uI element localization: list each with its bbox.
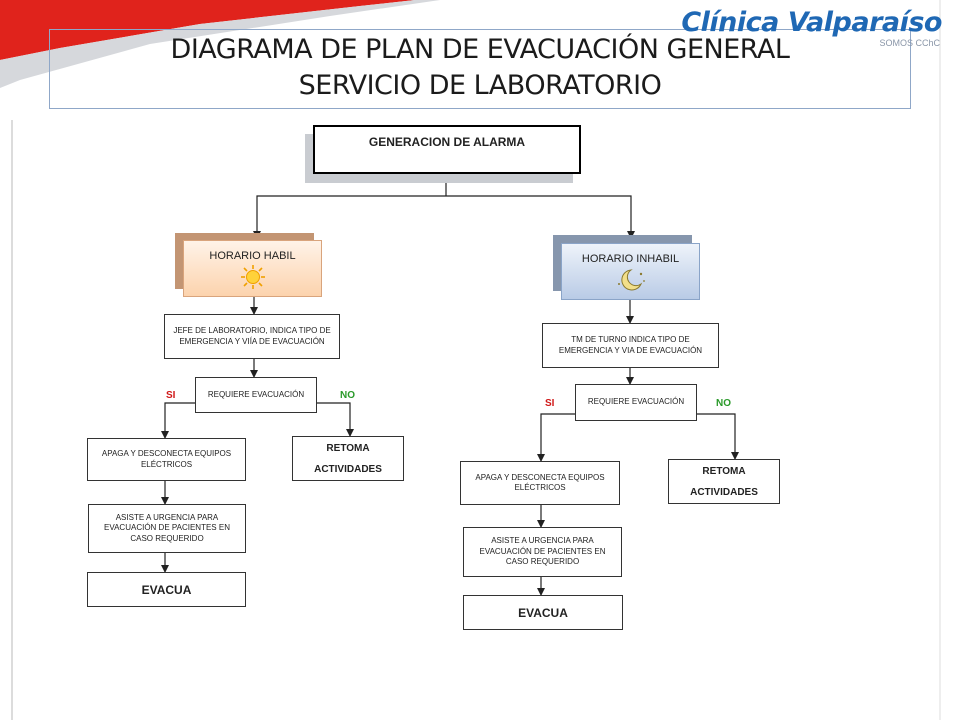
habil-step-chief: JEFE DE LABORATORIO, INDICA TIPO DE EMER… [164,314,340,359]
habil-decision: REQUIERE EVACUACIÓN [195,377,317,413]
inhabil-no-arrow [697,413,739,460]
moon-icon [617,269,645,291]
page-title: DIAGRAMA DE PLAN DE EVACUACIÓN GENERAL [170,34,790,65]
inhabil-resume-activities: RETOMA ACTIVIDADES [668,459,780,504]
inhabil-no-label: NO [716,398,731,409]
inhabil-step-assist: ASISTE A URGENCIA PARA EVACUACIÓN DE PAC… [463,527,622,577]
habil-header: HORARIO HABIL [183,240,322,297]
inhabil-header-label: HORARIO INHABIL [581,253,680,265]
clinic-logo: Clínica Valparaíso SOMOS CChC [681,7,942,49]
red-swoosh [0,0,415,60]
habil-no-arrow [317,402,354,437]
inhabil-step-shift-tm: TM DE TURNO INDICA TIPO DE EMERGENCIA Y … [542,323,719,368]
branch-connector-inhabil [446,195,635,239]
inhabil-header: HORARIO INHABIL [561,243,700,300]
branch-connector-habil [253,195,446,239]
inhabil-decision: REQUIERE EVACUACIÓN [575,384,697,421]
habil-si-label: SI [166,390,176,401]
page-subtitle: SERVICIO DE LABORATORIO [298,70,662,101]
inhabil-evacuate: EVACUA [463,595,623,630]
grey-swoosh [0,0,440,88]
habil-resume-activities: RETOMA ACTIVIDADES [292,436,404,481]
logo-tagline: SOMOS CChC [879,38,940,48]
logo-name: Clínica Valparaíso [681,7,942,38]
habil-step-power-off: APAGA Y DESCONECTA EQUIPOS ELÉCTRICOS [87,438,246,481]
sun-icon [240,265,265,289]
habil-no-label: NO [340,390,355,401]
habil-evacuate: EVACUA [87,572,246,607]
inhabil-si-label: SI [545,398,555,409]
habil-step-assist: ASISTE A URGENCIA PARA EVACUACIÓN DE PAC… [88,504,246,553]
inhabil-si-arrow [537,413,575,462]
inhabil-step-power-off: APAGA Y DESCONECTA EQUIPOS ELÉCTRICOS [460,461,620,505]
habil-si-arrow [161,402,195,439]
habil-header-label: HORARIO HABIL [209,250,296,262]
alarm-box: GENERACION DE ALARMA [313,125,581,174]
title-box: DIAGRAMA DE PLAN DE EVACUACIÓN GENERAL S… [49,29,911,109]
